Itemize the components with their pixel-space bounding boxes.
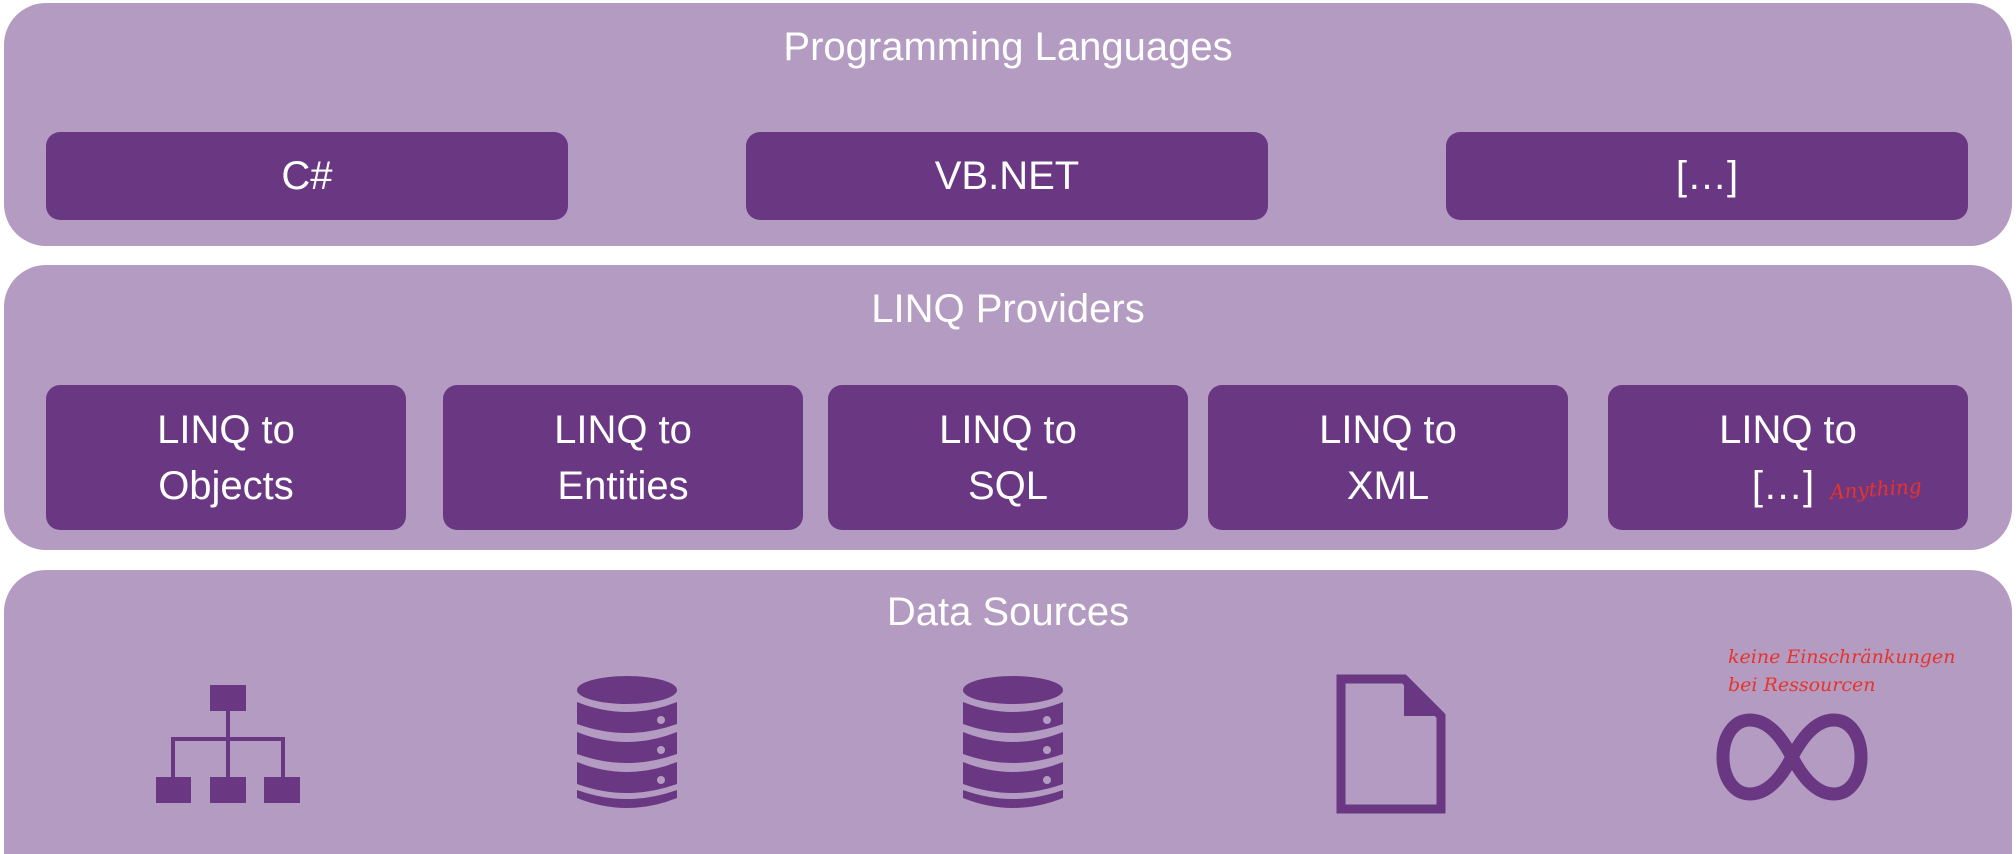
document-icon [1336,674,1446,814]
provider-box-entities: LINQ to Entities [443,385,803,530]
provider-objects-line2: Objects [158,463,294,508]
provider-box-xml: LINQ to XML [1208,385,1568,530]
linq-providers-title: LINQ Providers [871,287,1145,331]
provider-box-objects: LINQ to Objects [46,385,406,530]
provider-objects-line1: LINQ to [157,407,295,452]
provider-entities-line2: Entities [557,463,689,508]
provider-sql-line1: LINQ to [939,407,1077,452]
provider-box-sql: LINQ to SQL [828,385,1188,530]
restrictions-note-line1: keine Einschränkungen [1728,646,1956,668]
language-box-more: […] [1446,132,1968,220]
provider-more-line1: LINQ to [1719,407,1857,452]
data-sources-layer: Data Sources [4,570,2012,854]
provider-box-more: LINQ to […] [1608,385,1968,530]
provider-entities-line1: LINQ to [554,407,692,452]
language-box-vbnet: VB.NET [746,132,1268,220]
restrictions-note-line2: bei Ressourcen [1728,674,1876,696]
programming-languages-title: Programming Languages [783,25,1233,69]
provider-sql-line2: SQL [967,463,1049,508]
language-box-csharp: C# [46,132,568,220]
infinity-icon [1716,713,1868,801]
database-icon [577,676,677,808]
database-icon [963,676,1063,808]
provider-xml-line1: LINQ to [1319,407,1457,452]
programming-languages-layer: Programming Languages C# VB.NET […] [4,3,2012,246]
provider-more-line2: […] [1751,463,1815,508]
hierarchy-icon [156,685,300,803]
data-sources-title: Data Sources [886,590,1130,634]
provider-xml-line2: XML [1346,463,1430,508]
linq-providers-layer: LINQ Providers LINQ to Objects LINQ to E… [4,265,2012,550]
